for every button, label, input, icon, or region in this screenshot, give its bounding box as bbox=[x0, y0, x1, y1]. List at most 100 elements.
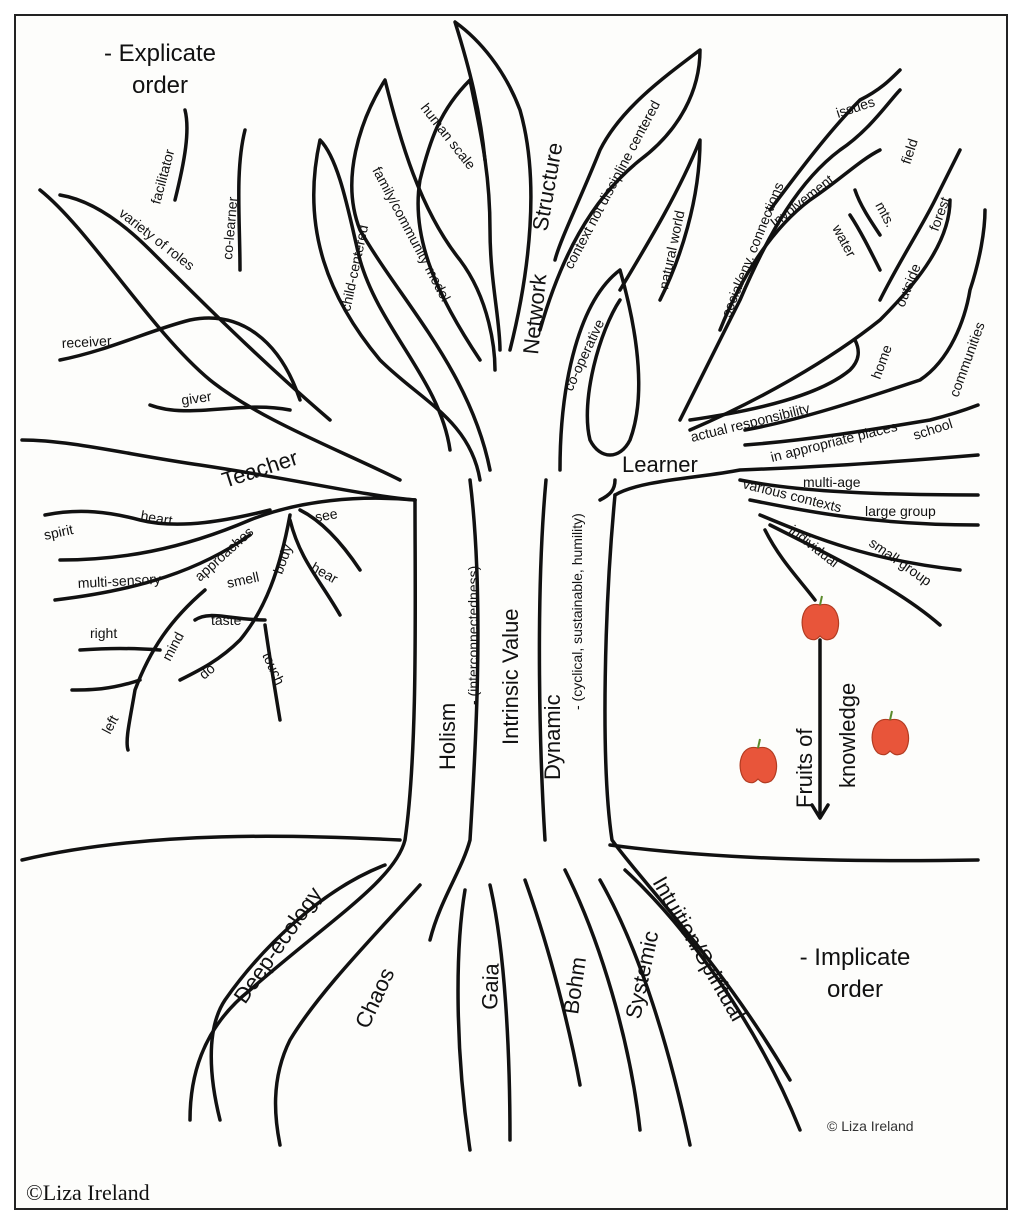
branch-context bbox=[538, 48, 702, 332]
branch-social bbox=[678, 88, 902, 422]
branch-mind bbox=[125, 588, 207, 752]
branch-forest bbox=[878, 148, 962, 302]
branch-involvement bbox=[718, 148, 882, 332]
label-hear: hear bbox=[309, 559, 342, 587]
label-right: right bbox=[90, 625, 117, 641]
branch-heart bbox=[43, 508, 272, 526]
branch-outside bbox=[688, 198, 952, 432]
branch-facilitator bbox=[173, 108, 189, 202]
copyright-small: © Liza Ireland bbox=[827, 1118, 914, 1134]
branch-large-group bbox=[748, 498, 980, 527]
apple-3 bbox=[739, 738, 778, 784]
diagram-frame bbox=[14, 14, 1008, 1210]
label-systemic: Systemic bbox=[620, 929, 663, 1021]
branch-left bbox=[70, 678, 142, 692]
root-1 bbox=[209, 863, 387, 1122]
label-deep-ecology: Deep-ecology bbox=[229, 882, 327, 1008]
label-taste: taste bbox=[211, 612, 242, 628]
branch-structure bbox=[453, 20, 533, 352]
label-dynamic: Dynamic bbox=[540, 694, 565, 780]
fruits-arrow-head bbox=[810, 803, 830, 820]
ground-right bbox=[608, 843, 980, 863]
label-structure: Structure bbox=[527, 141, 567, 233]
apple-1 bbox=[801, 595, 840, 641]
label-heart: heart bbox=[139, 507, 173, 528]
label-left: left bbox=[99, 712, 122, 736]
root-5 bbox=[523, 878, 582, 1087]
label-holism: Holism bbox=[435, 703, 460, 770]
label-giver: giver bbox=[180, 388, 213, 408]
label-intrinsic-value: Intrinsic Value bbox=[498, 608, 523, 745]
explicate-order-label: - Explicate order bbox=[103, 40, 217, 99]
root-8 bbox=[623, 868, 802, 1132]
apple-2 bbox=[871, 710, 910, 756]
branch-individual bbox=[763, 528, 817, 602]
label-do: do bbox=[196, 660, 218, 682]
branch-multiage bbox=[738, 478, 980, 497]
branch-touch bbox=[263, 623, 282, 722]
label-facilitator: facilitator bbox=[147, 147, 177, 206]
learner-stub bbox=[598, 478, 617, 502]
label-learner: Learner bbox=[622, 452, 698, 477]
trunk-line-1 bbox=[428, 478, 480, 942]
branch-cooperative bbox=[558, 268, 641, 472]
branch-family-model bbox=[350, 78, 497, 472]
label-large-group: large group bbox=[865, 503, 936, 519]
label-issues: issues bbox=[834, 93, 877, 120]
label-receiver: receiver bbox=[61, 332, 112, 351]
trunk-left-edge bbox=[188, 498, 418, 1122]
branch-roles-2 bbox=[58, 193, 332, 422]
copyright-main: ©Liza Ireland bbox=[26, 1180, 150, 1205]
label-home: home bbox=[868, 342, 895, 381]
branch-multisensory bbox=[53, 533, 252, 602]
ground-left bbox=[20, 834, 402, 862]
trunk-right-edge bbox=[603, 493, 792, 1082]
label-spirit: spirit bbox=[42, 521, 74, 543]
label-field: field bbox=[898, 137, 921, 166]
label-multi-age: multi-age bbox=[803, 474, 861, 490]
label-touch: touch bbox=[259, 650, 288, 688]
branch-natural-world bbox=[618, 138, 702, 302]
root-6 bbox=[563, 868, 642, 1132]
branch-body bbox=[178, 513, 292, 682]
label-communities: communities bbox=[946, 320, 988, 399]
implicate-order-label: - Implicate order bbox=[799, 944, 911, 1003]
label-knowledge: knowledge bbox=[835, 683, 860, 788]
label-smell: smell bbox=[225, 568, 260, 590]
label-body: body bbox=[270, 542, 295, 576]
label-individual: individual bbox=[786, 522, 842, 571]
branch-colearner bbox=[237, 128, 247, 272]
root-7 bbox=[598, 878, 692, 1147]
label-human-scale: human scale bbox=[418, 100, 480, 173]
branch-receiver bbox=[58, 316, 302, 402]
branch-see bbox=[298, 508, 362, 572]
branch-field bbox=[853, 188, 882, 237]
root-3 bbox=[456, 888, 472, 1152]
branch-mts bbox=[848, 213, 882, 272]
tree-outline bbox=[20, 20, 987, 1152]
root-4 bbox=[488, 883, 512, 1142]
branch-hear bbox=[288, 518, 342, 617]
branch-issues bbox=[768, 68, 902, 212]
label-chaos: Chaos bbox=[350, 964, 400, 1032]
branch-various bbox=[758, 513, 962, 572]
root-2 bbox=[273, 883, 422, 1147]
branch-taste bbox=[193, 613, 267, 622]
branch-communities bbox=[743, 208, 987, 432]
label-fruits-of: Fruits of bbox=[792, 728, 817, 808]
label-child-centered: child-centered bbox=[337, 223, 371, 312]
label-bohm: Bohm bbox=[558, 955, 591, 1015]
label-intuition-spiritual: Intuition/Spiritual bbox=[648, 872, 751, 1025]
label-multi-sensory: multi-sensory bbox=[77, 571, 161, 591]
branch-approaches bbox=[58, 496, 417, 562]
branch-roles bbox=[38, 188, 402, 482]
label-mts: mts. bbox=[872, 199, 899, 230]
label-dynamic-sub: - (cyclical, sustainable, humility) bbox=[569, 513, 585, 710]
branch-right bbox=[78, 646, 162, 652]
label-gaia: Gaia bbox=[477, 962, 504, 1010]
label-co-operative: co-operative bbox=[560, 316, 607, 393]
branch-school bbox=[743, 403, 980, 447]
label-social-env: social/env. connections bbox=[718, 180, 787, 319]
branch-responsibility bbox=[688, 338, 861, 422]
